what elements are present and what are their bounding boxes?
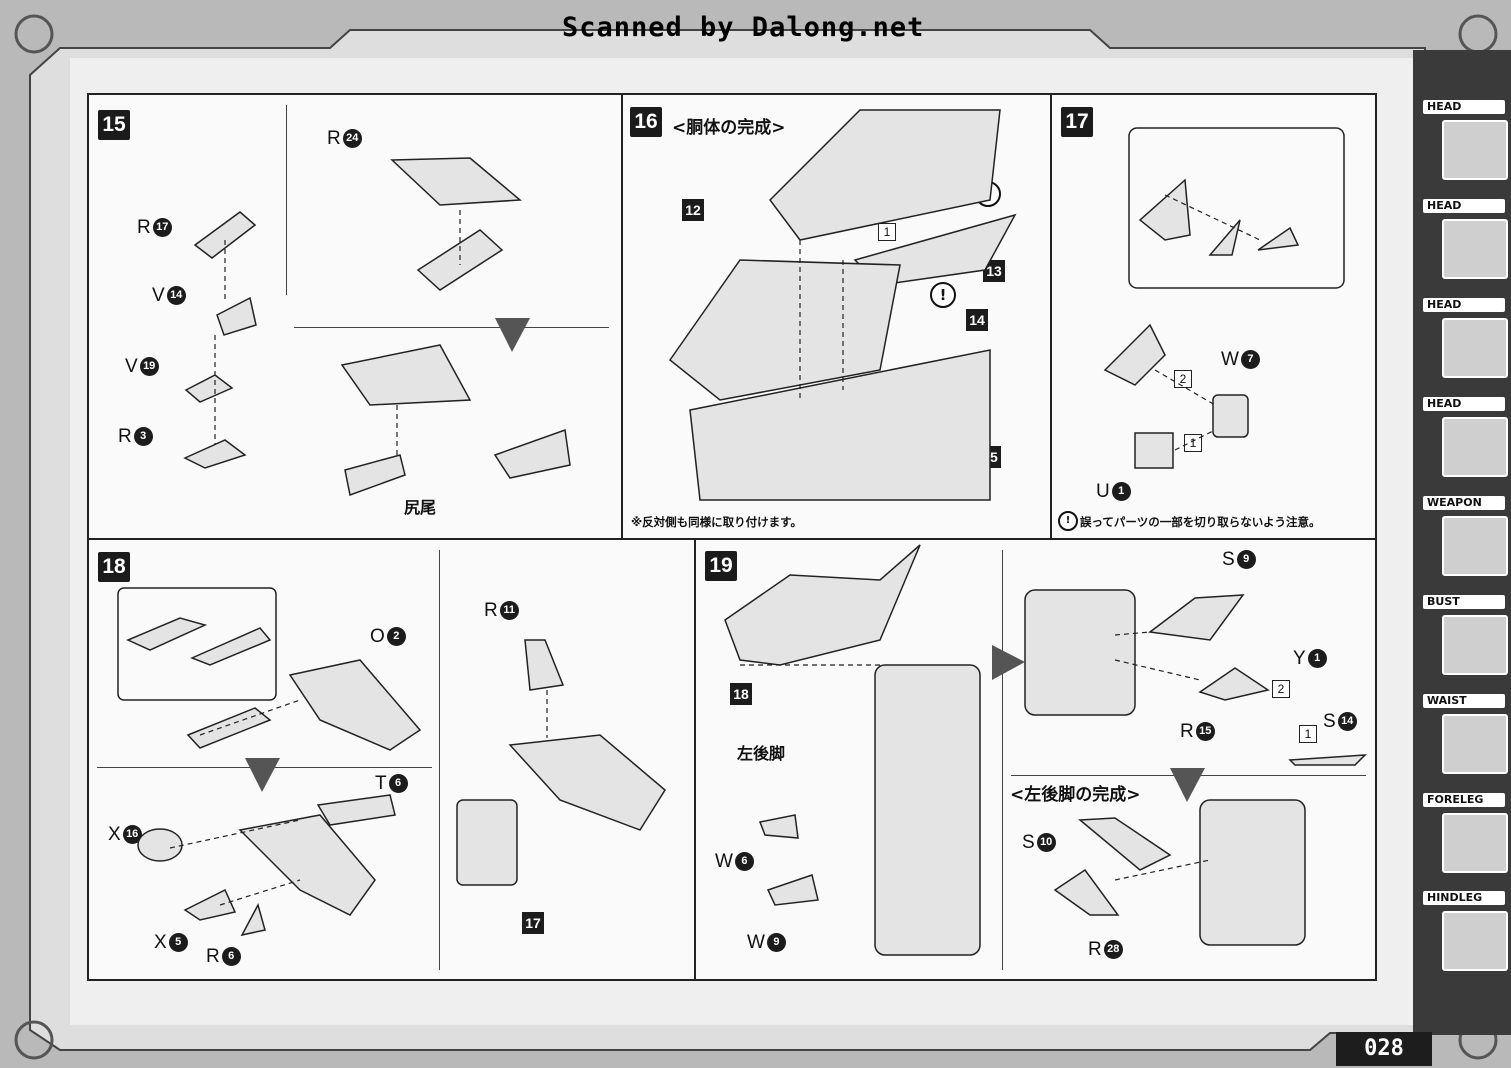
sidebar-tab-label: BUST: [1423, 595, 1505, 609]
caution-icon: !: [975, 181, 1001, 207]
section-thumbnail-icon: [1442, 615, 1508, 675]
callout-box: 15: [979, 446, 1001, 468]
callout-box: 12: [682, 199, 704, 221]
order-box: 3: [833, 298, 851, 316]
col-divider: [621, 95, 623, 538]
section-thumbnail-icon: [1442, 911, 1508, 971]
section-thumbnail-icon: [1442, 417, 1508, 477]
order-box: 2: [791, 298, 809, 316]
caution-icon: !: [930, 282, 956, 308]
scan-credit: Scanned by Dalong.net: [562, 12, 925, 43]
order-box: 1: [1299, 725, 1317, 743]
step-16-note: ※反対側も同様に取り付けます。: [631, 515, 803, 529]
callout-box: 13: [983, 260, 1005, 282]
sidebar-tab-label: HEAD: [1423, 397, 1505, 411]
sub-divider: [286, 105, 287, 295]
row-divider: [89, 538, 1375, 540]
sub-divider: [294, 327, 609, 328]
section-thumbnail-icon: [1442, 516, 1508, 576]
step-17-note: 誤ってパーツの一部を切り取らないよう注意。: [1080, 515, 1321, 529]
callout-box: 18: [730, 683, 752, 705]
caution-icon: !: [1058, 511, 1078, 531]
sidebar-tab-label: HEAD: [1423, 298, 1505, 312]
order-box: 1: [1184, 434, 1202, 452]
instruction-grid: [87, 93, 1377, 981]
sidebar-tab-head[interactable]: HEAD: [1420, 395, 1508, 479]
sub-divider: [1011, 775, 1366, 776]
page-number: 028: [1336, 1032, 1432, 1066]
sub-divider: [97, 767, 432, 768]
section-thumbnail-icon: [1442, 813, 1508, 873]
section-thumbnail-icon: [1442, 318, 1508, 378]
sidebar-tab-foreleg[interactable]: FORELEG: [1420, 791, 1508, 875]
sidebar-tab-bust[interactable]: BUST: [1420, 593, 1508, 677]
section-thumbnail-icon: [1442, 219, 1508, 279]
col-divider: [694, 538, 696, 979]
callout-box: 17: [522, 912, 544, 934]
left-hind-leg-complete-title: <左後脚の完成>: [1010, 785, 1141, 805]
sidebar-tab-head[interactable]: HEAD: [1420, 296, 1508, 380]
step-16-title: <胴体の完成>: [672, 118, 786, 138]
sub-divider: [439, 550, 440, 970]
step-16-number: 16: [630, 107, 662, 137]
tail-label: 尻尾: [404, 498, 437, 517]
sidebar-tab-hindleg[interactable]: HINDLEG: [1420, 889, 1508, 973]
sidebar-tab-label: WAIST: [1423, 694, 1505, 708]
sidebar-tab-label: WEAPON: [1423, 496, 1505, 510]
sidebar-tab-head[interactable]: HEAD: [1420, 197, 1508, 281]
sub-divider: [1002, 550, 1003, 970]
step-18-number: 18: [98, 552, 130, 582]
sidebar-tab-label: HEAD: [1423, 100, 1505, 114]
sidebar-tab-label: FORELEG: [1423, 793, 1505, 807]
sidebar-tab-label: HEAD: [1423, 199, 1505, 213]
sidebar-tab-label: HINDLEG: [1423, 891, 1505, 905]
sidebar-tab-waist[interactable]: WAIST: [1420, 692, 1508, 776]
order-box: 2: [1272, 680, 1290, 698]
order-box: 1: [878, 223, 896, 241]
sidebar-tab-weapon[interactable]: WEAPON: [1420, 494, 1508, 578]
section-thumbnail-icon: [1442, 120, 1508, 180]
order-box: 2: [1174, 370, 1192, 388]
sidebar-tab-head[interactable]: HEAD: [1420, 98, 1508, 182]
step-15-number: 15: [98, 110, 130, 140]
step-17-number: 17: [1061, 107, 1093, 137]
col-divider: [1050, 95, 1052, 538]
left-hind-leg-label: 左後脚: [737, 744, 786, 763]
step-19-number: 19: [705, 551, 737, 581]
callout-box: 14: [966, 309, 988, 331]
section-thumbnail-icon: [1442, 714, 1508, 774]
